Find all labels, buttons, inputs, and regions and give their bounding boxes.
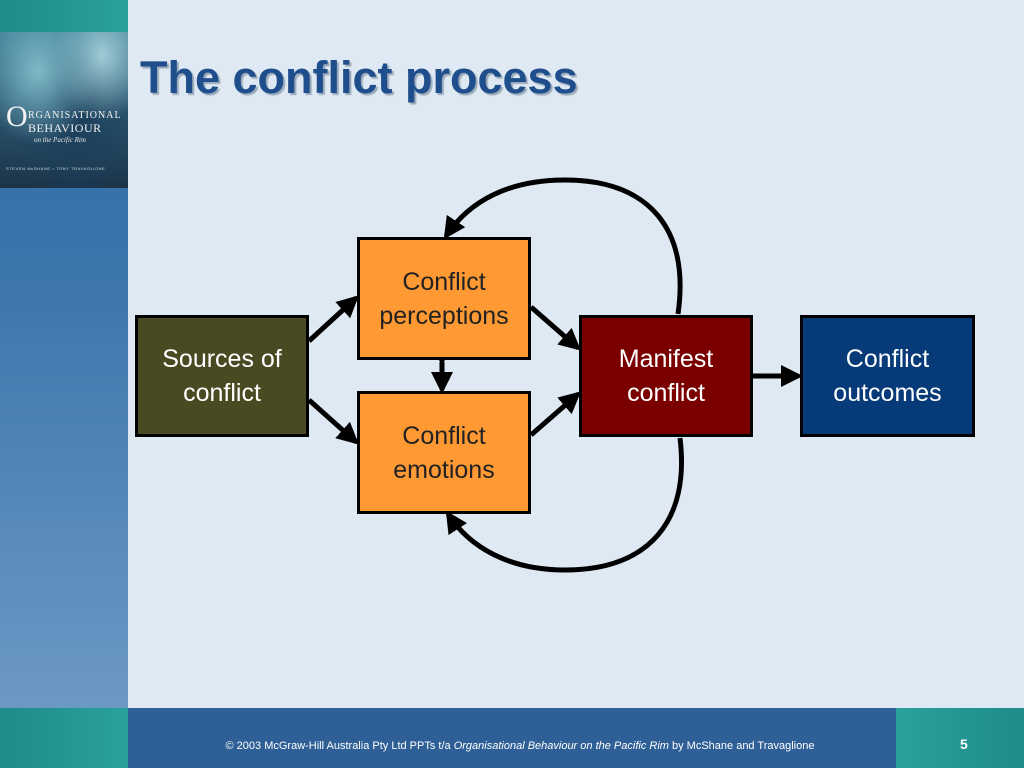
footer-authors: by McShane and Travaglione [672, 740, 815, 752]
slide-number: 5 [960, 736, 968, 752]
node-outcomes-line2: outcomes [833, 379, 942, 407]
node-emotions-line2: emotions [393, 455, 495, 484]
cover-mark: O [6, 100, 28, 133]
node-perceptions-line1: Conflict [402, 267, 486, 296]
book-cover-image: O RGANISATIONAL BEHAVIOUR on the Pacific… [0, 32, 128, 188]
node-sources-line1: Sources of [162, 345, 282, 373]
node-outcomes-line1: Conflict [845, 345, 930, 373]
feedback-loop-manifest-to-perceptions [443, 177, 683, 315]
footer-copyright: © 2003 McGraw-Hill Australia Pty Ltd PPT… [200, 740, 840, 752]
node-conflict-perceptions: Conflict perceptions [357, 237, 531, 360]
arrow-sources-to-perceptions [307, 295, 359, 343]
feedback-loop-manifest-to-emotions [445, 437, 684, 573]
node-perceptions-line2: perceptions [379, 301, 509, 330]
cover-line2: BEHAVIOUR [28, 121, 102, 135]
node-manifest-line1: Manifest [618, 345, 714, 373]
node-conflict-emotions: Conflict emotions [357, 391, 531, 514]
footer-bar: © 2003 McGraw-Hill Australia Pty Ltd PPT… [0, 708, 1024, 768]
cover-line1: RGANISATIONAL [28, 110, 122, 121]
arrow-sources-to-emotions [307, 398, 359, 445]
cover-line3: on the Pacific Rim [34, 136, 86, 144]
diagram-arrows [307, 177, 803, 573]
node-conflict-outcomes: Conflict outcomes [800, 315, 975, 437]
node-sources-line2: conflict [183, 379, 261, 407]
arrow-emotions-to-manifest [529, 391, 582, 437]
node-emotions-line1: Conflict [402, 421, 486, 450]
footer-copyright-text: © 2003 McGraw-Hill Australia Pty Ltd PPT… [225, 740, 451, 752]
arrow-perceptions-to-manifest [529, 305, 582, 351]
cover-authors: STEVEN McSHANE • TONY TRAVAGLIONE [6, 166, 106, 171]
slide-title: The conflict process [140, 52, 578, 103]
footer-book-title: Organisational Behaviour on the Pacific … [453, 740, 669, 752]
node-manifest-conflict: Manifest conflict [579, 315, 753, 437]
node-manifest-line2: conflict [627, 379, 705, 407]
footer-right-accent [896, 708, 1024, 768]
node-sources-of-conflict: Sources of conflict [135, 315, 309, 437]
sidebar-top-accent [0, 0, 128, 32]
footer-left-accent [0, 708, 128, 768]
